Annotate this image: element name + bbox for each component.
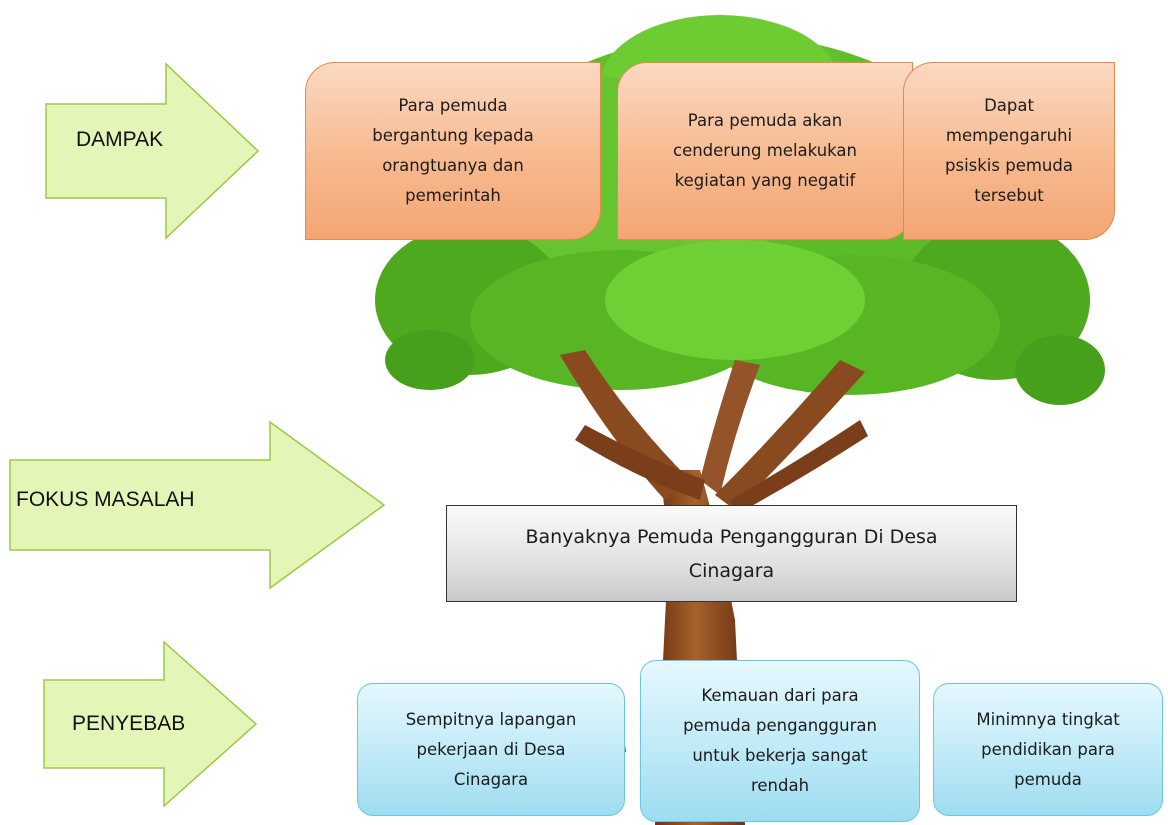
dampak-box-3: Dapat mempengaruhi psiskis pemuda terseb… [903,62,1115,240]
penyebab-box-1: Sempitnya lapangan pekerjaan di Desa Cin… [357,683,625,816]
penyebab-label: PENYEBAB [72,712,186,735]
fokus-masalah-text: Banyaknya Pemuda Pengangguran Di Desa Ci… [525,525,938,582]
fokus-label: FOKUS MASALAH [16,488,195,511]
dampak-arrow [45,62,260,240]
dampak-text-3: Dapat mempengaruhi psiskis pemuda terseb… [945,96,1073,205]
penyebab-text-2: Kemauan dari para pemuda pengangguran un… [683,686,877,795]
dampak-box-2: Para pemuda akan cenderung melakukan keg… [617,62,913,240]
penyebab-box-2: Kemauan dari para pemuda pengangguran un… [640,660,920,822]
penyebab-text-3: Minimnya tingkat pendidikan para pemuda [976,709,1120,789]
penyebab-text-1: Sempitnya lapangan pekerjaan di Desa Cin… [405,709,577,789]
dampak-box-1: Para pemuda bergantung kepada orangtuany… [305,62,601,240]
dampak-label: DAMPAK [76,128,164,151]
dampak-text-1: Para pemuda bergantung kepada orangtuany… [372,96,534,205]
penyebab-arrow [43,640,258,808]
penyebab-box-3: Minimnya tingkat pendidikan para pemuda [933,683,1163,816]
dampak-text-2: Para pemuda akan cenderung melakukan keg… [673,111,857,190]
fokus-masalah-box: Banyaknya Pemuda Pengangguran Di Desa Ci… [446,505,1017,602]
fokus-arrow [9,420,386,590]
